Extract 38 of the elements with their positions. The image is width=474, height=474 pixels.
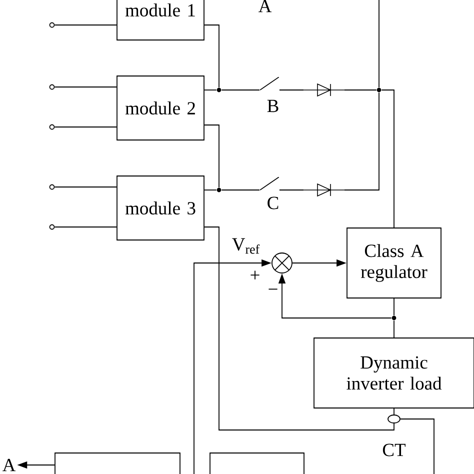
label: C	[268, 196, 278, 210]
ct-label: CT	[382, 444, 406, 456]
connector	[204, 124, 220, 188]
switch-symbol	[260, 177, 279, 190]
connector	[54, 126, 117, 128]
connector	[54, 86, 117, 88]
switch-symbol	[260, 77, 279, 90]
load-box: Dynamic inverter load	[314, 338, 474, 408]
module-box: module 3	[116, 176, 204, 240]
label: A	[258, 0, 272, 12]
diode-symbol	[303, 184, 345, 197]
connector	[204, 24, 220, 88]
block-box	[210, 452, 304, 474]
label: +	[250, 270, 260, 280]
terminal	[49, 184, 55, 190]
label: −	[268, 288, 278, 290]
block-box	[54, 452, 180, 474]
connector	[54, 24, 117, 26]
diode-symbol	[303, 84, 345, 97]
connector	[54, 226, 117, 228]
connector	[381, 90, 394, 228]
label: B	[267, 100, 278, 112]
terminal	[49, 84, 55, 90]
connector	[378, 0, 380, 88]
connector	[344, 92, 380, 190]
regulator-box: Class A regulator	[346, 228, 442, 298]
terminal	[49, 22, 55, 28]
label: V$_{ref}$	[232, 238, 260, 254]
current-transformer	[388, 414, 400, 424]
terminal	[49, 124, 55, 130]
module-box: module 2	[116, 76, 204, 140]
connector	[54, 186, 117, 188]
connector	[400, 418, 434, 474]
connector	[204, 226, 394, 430]
terminal	[49, 224, 55, 230]
module-box: module 1	[116, 0, 204, 40]
summing-junction	[272, 252, 292, 274]
output-label: A	[2, 458, 16, 472]
